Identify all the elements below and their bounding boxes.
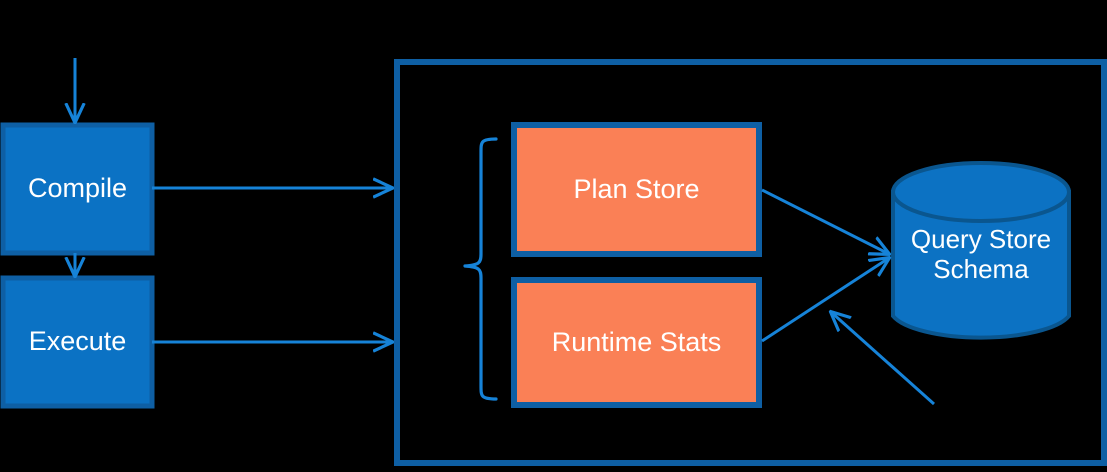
query-store-schema-cylinder[interactable] (891, 161, 1071, 340)
arrow-runtime-stats-to-schema (761, 258, 889, 343)
compile-box[interactable] (0, 122, 155, 256)
query-store-container (394, 59, 1107, 466)
execute-box[interactable] (0, 275, 155, 409)
plan-store-box[interactable] (511, 122, 762, 257)
runtime-stats-box[interactable] (511, 277, 762, 408)
store-brace (463, 137, 498, 401)
arrow-plan-store-to-schema (761, 188, 889, 254)
arrow-external-to-schema (831, 312, 935, 406)
